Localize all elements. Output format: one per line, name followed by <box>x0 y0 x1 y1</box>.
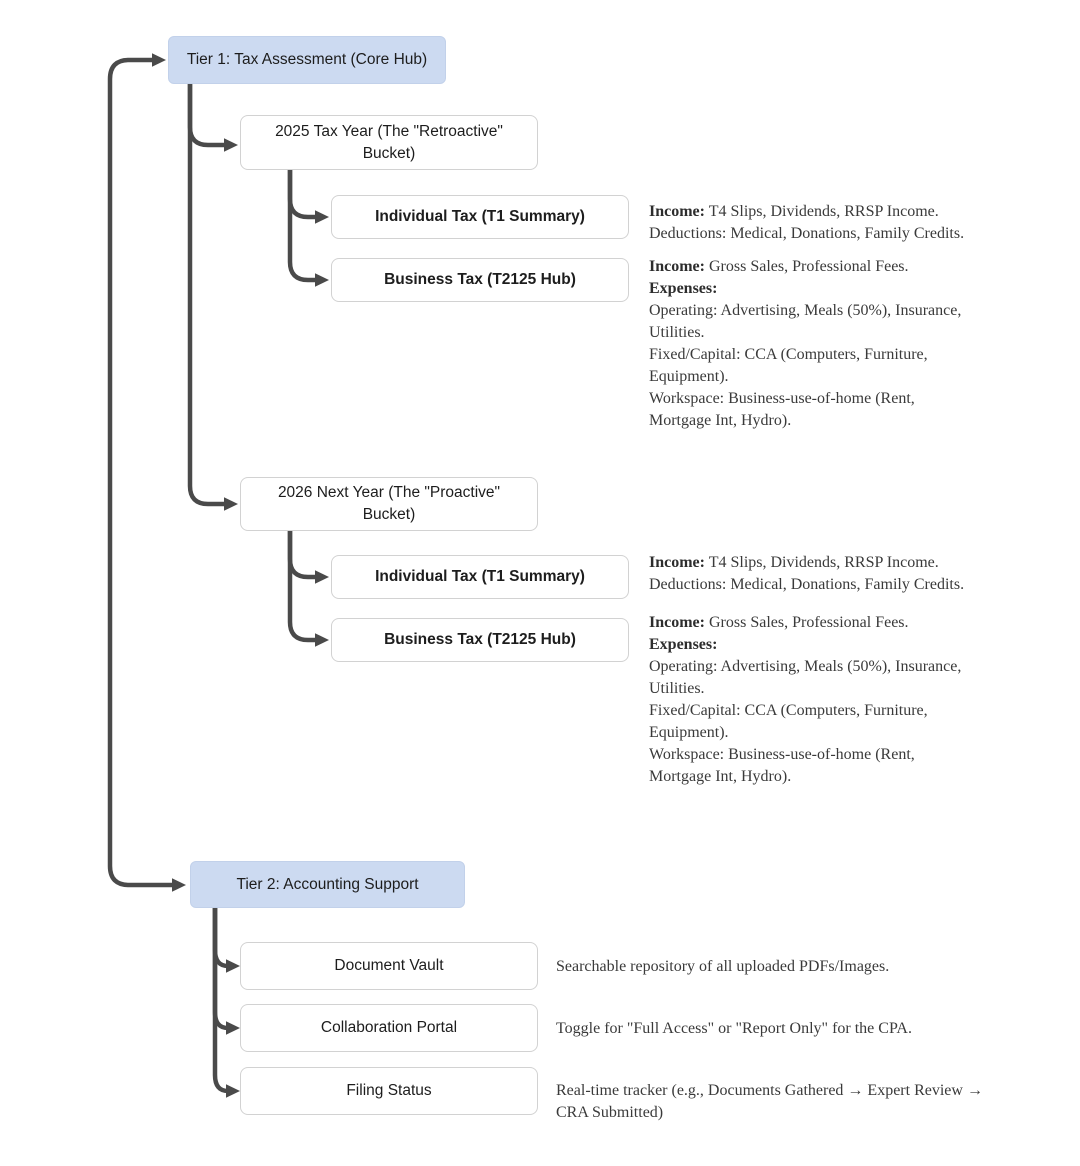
annotation-line: CRA Submitted) <box>556 1104 664 1121</box>
edge-tier1-2026 <box>187 81 228 507</box>
annotation-line: Fixed/Capital: CCA (Computers, Furniture… <box>649 346 928 363</box>
annotation-bold-label: Expenses: <box>649 636 718 653</box>
node-business-tax-2025-label: Business Tax (T2125 Hub) <box>384 271 576 288</box>
node-individual-tax-2026-label: Individual Tax (T1 Summary) <box>375 568 585 585</box>
annotation-filing-status: Real-time tracker (e.g., Documents Gathe… <box>556 1080 1016 1124</box>
node-year-2026: 2026 Next Year (The "Proactive" Bucket) <box>240 477 538 531</box>
node-individual-tax-2026: Individual Tax (T1 Summary) <box>331 555 629 599</box>
node-collaboration-portal-label: Collaboration Portal <box>320 1019 458 1036</box>
annotation-line: Workspace: Business-use-of-home (Rent, <box>649 746 915 763</box>
annotation-line: Operating: Advertising, Meals (50%), Ins… <box>649 658 962 675</box>
annotation-bold-label: Income: <box>649 203 705 220</box>
node-individual-tax-2025: Individual Tax (T1 Summary) <box>331 195 629 239</box>
annotation-line: Mortgage Int, Hydro). <box>649 412 792 429</box>
annotation-line: Equipment). <box>649 724 729 741</box>
node-business-tax-2026-label: Business Tax (T2125 Hub) <box>384 631 576 648</box>
annotation-document-vault: Searchable repository of all uploaded PD… <box>556 958 890 975</box>
annotation-line: Income: T4 Slips, Dividends, RRSP Income… <box>649 554 939 571</box>
annotation-collaboration-portal: Toggle for "Full Access" or "Report Only… <box>556 1020 912 1037</box>
node-business-tax-2025: Business Tax (T2125 Hub) <box>331 258 629 302</box>
arrowhead-2026-individual <box>315 570 329 584</box>
arrowhead-collab <box>226 1021 240 1035</box>
annotation-line: Income: Gross Sales, Professional Fees. <box>649 614 909 631</box>
node-collaboration-portal: Collaboration Portal <box>240 1004 538 1052</box>
annotation-line: Fixed/Capital: CCA (Computers, Furniture… <box>649 702 928 719</box>
arrowhead-2025-individual <box>315 210 329 224</box>
annotation-line: Real-time tracker (e.g., Documents Gathe… <box>556 1082 983 1099</box>
arrowhead-vault <box>226 959 240 973</box>
node-individual-tax-2025-label: Individual Tax (T1 Summary) <box>375 208 585 225</box>
arrowhead-2026-business <box>315 633 329 647</box>
annotation-line: Deductions: Medical, Donations, Family C… <box>649 576 965 593</box>
node-year-2025: 2025 Tax Year (The "Retroactive" Bucket) <box>240 115 538 170</box>
edge-tier2-filing <box>212 905 231 1094</box>
annotation-line: Operating: Advertising, Meals (50%), Ins… <box>649 302 962 319</box>
annotation-bold-label: Income: <box>649 614 705 631</box>
arrowhead-2025 <box>224 138 238 152</box>
annotation-individual-tax-2025: Income: T4 Slips, Dividends, RRSP Income… <box>649 201 969 245</box>
edge-root-spine <box>107 57 175 888</box>
node-document-vault: Document Vault <box>240 942 538 990</box>
annotation-line: Deductions: Medical, Donations, Family C… <box>649 225 965 242</box>
annotation-line: Equipment). <box>649 368 729 385</box>
edge-tier1-2025 <box>187 81 228 148</box>
annotation-line: Utilities. <box>649 680 705 697</box>
node-filing-status-label: Filing Status <box>346 1082 432 1099</box>
edge-2025-individual <box>287 167 319 220</box>
annotation-line: Income: T4 Slips, Dividends, RRSP Income… <box>649 203 939 220</box>
arrowhead-filing <box>226 1084 240 1098</box>
node-tier1: Tier 1: Tax Assessment (Core Hub) <box>168 36 446 84</box>
annotation-bold-label: Expenses: <box>649 280 718 297</box>
arrowhead-2025-business <box>315 273 329 287</box>
annotation-line: Mortgage Int, Hydro). <box>649 768 792 785</box>
node-tier2-label: Tier 2: Accounting Support <box>236 875 419 893</box>
edge-2025-business <box>287 167 319 283</box>
arrowhead-tier2 <box>172 878 186 892</box>
node-year-2025-label: 2025 Tax Year (The "Retroactive" Bucket) <box>275 122 503 162</box>
annotation-line: Expenses: <box>649 278 969 300</box>
edge-2026-business <box>287 528 319 643</box>
arrowhead-tier1 <box>152 53 166 67</box>
annotation-line: Income: Gross Sales, Professional Fees. <box>649 258 909 275</box>
node-tier1-label: Tier 1: Tax Assessment (Core Hub) <box>186 51 428 68</box>
annotation-line: Utilities. <box>649 324 705 341</box>
node-business-tax-2026: Business Tax (T2125 Hub) <box>331 618 629 662</box>
annotation-bold-label: Income: <box>649 258 705 275</box>
annotation-line: Expenses: <box>649 634 969 656</box>
annotation-bold-label: Income: <box>649 554 705 571</box>
node-filing-status: Filing Status <box>240 1067 538 1115</box>
annotation-individual-tax-2026: Income: T4 Slips, Dividends, RRSP Income… <box>649 552 969 596</box>
node-tier2: Tier 2: Accounting Support <box>190 861 465 908</box>
node-year-2026-label: 2026 Next Year (The "Proactive" Bucket) <box>277 484 501 523</box>
annotation-line: Workspace: Business-use-of-home (Rent, <box>649 390 915 407</box>
annotation-business-tax-2026: Income: Gross Sales, Professional Fees. … <box>649 612 969 788</box>
edge-2026-individual <box>287 528 319 580</box>
node-document-vault-label: Document Vault <box>334 957 444 974</box>
arrowhead-2026 <box>224 497 238 511</box>
annotation-business-tax-2025: Income: Gross Sales, Professional Fees. … <box>649 256 969 432</box>
